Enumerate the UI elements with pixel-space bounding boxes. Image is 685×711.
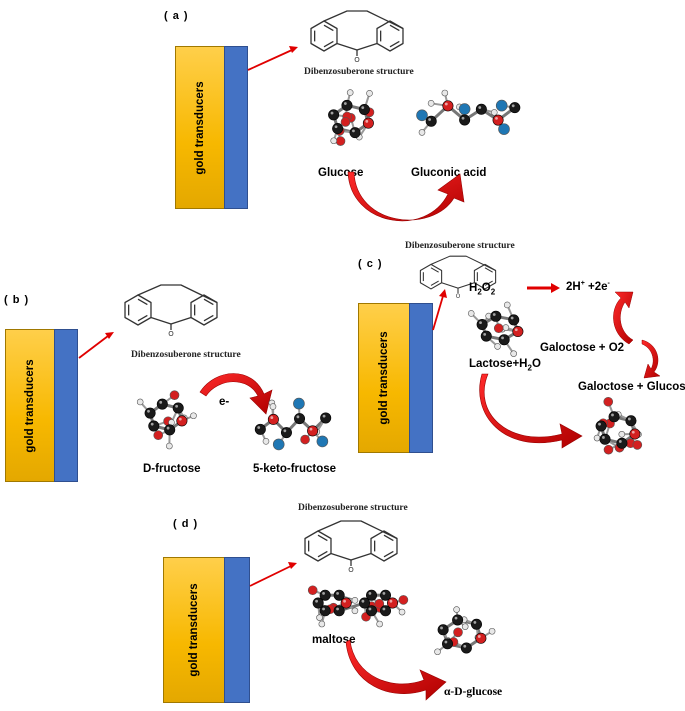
- panel-c-lactose-molecule-icon: [467, 301, 524, 357]
- panel-b-electron-label: e-: [219, 396, 230, 408]
- panel-c-label: ( c ): [358, 258, 383, 270]
- panel-b-reaction-arrow-icon: [199, 373, 273, 415]
- panel-b-dibenzosuberone-icon: O: [124, 284, 218, 338]
- panel-a-glucose-molecule-icon: [328, 89, 375, 146]
- svg-text:O: O: [354, 56, 360, 64]
- panel-d-reaction-arrow-icon: [345, 639, 447, 701]
- panel-c-structure-caption: Dibenzosuberone structure: [405, 241, 515, 251]
- panel-c-dibenzosuberone-icon: O: [419, 255, 497, 300]
- panel-b-label: ( b ): [4, 294, 30, 306]
- svg-text:O: O: [456, 294, 461, 300]
- panel-d-blue-electrode: [224, 557, 250, 703]
- panel-a-gluconic-acid-molecule-icon: [416, 89, 521, 136]
- panel-a-product-label: Gluconic acid: [411, 167, 487, 179]
- panel-b-5-keto-fructose-molecule-icon: [254, 397, 332, 451]
- panel-d-dibenzosuberone-icon: O: [304, 520, 398, 574]
- panel-a-reaction-arrow-icon: [347, 171, 465, 222]
- panel-c-blue-electrode: [409, 303, 433, 453]
- panel-c-electrons-label: 2H+ +2e-: [566, 280, 610, 293]
- panel-d-gold-transducer: gold transducers: [163, 557, 225, 703]
- panel-b-reactant-label: D-fructose: [143, 463, 201, 475]
- panel-d-structure-caption: Dibenzosuberone structure: [298, 503, 408, 513]
- panel-a-blue-electrode: [224, 46, 248, 209]
- panel-a-structure-caption: Dibenzosuberone structure: [304, 67, 414, 77]
- panel-b-structure-caption: Dibenzosuberone structure: [131, 350, 241, 360]
- panel-c-return-arrow-icon: [613, 291, 634, 345]
- svg-text:O: O: [348, 566, 354, 574]
- panel-b-product-label: 5-keto-fructose: [253, 463, 337, 475]
- svg-text:O: O: [168, 330, 174, 338]
- panel-b-blue-electrode: [54, 329, 78, 482]
- panel-c-reactant-label: Lactose+H2O: [469, 358, 541, 373]
- panel-c-reaction-arrow-icon: [479, 373, 583, 449]
- panel-d-product-label: α-D-glucose: [444, 686, 503, 698]
- panel-c-intermediate-label: Galoctose + O2: [540, 342, 625, 354]
- panel-c-gold-transducer: gold transducers: [358, 303, 410, 453]
- panel-c-h2o2-label: H2O2: [469, 282, 496, 297]
- panel-c-product-label: Galoctose + Glucose: [578, 381, 685, 393]
- panel-a-dibenzosuberone-icon: O: [310, 10, 404, 64]
- panel-b-d-fructose-molecule-icon: [136, 390, 197, 450]
- panel-a-label: ( a ): [164, 10, 189, 22]
- panel-d-reactant-label: maltose: [312, 634, 356, 646]
- panel-d-maltose-molecule-icon: [307, 585, 409, 628]
- panel-d-label: ( d ): [173, 518, 199, 530]
- panel-c-side-arrow-icon: [641, 339, 661, 379]
- panel-d-alpha-d-glucose-molecule-icon: [434, 606, 496, 656]
- panel-c-glucose-molecule-icon: [593, 396, 643, 455]
